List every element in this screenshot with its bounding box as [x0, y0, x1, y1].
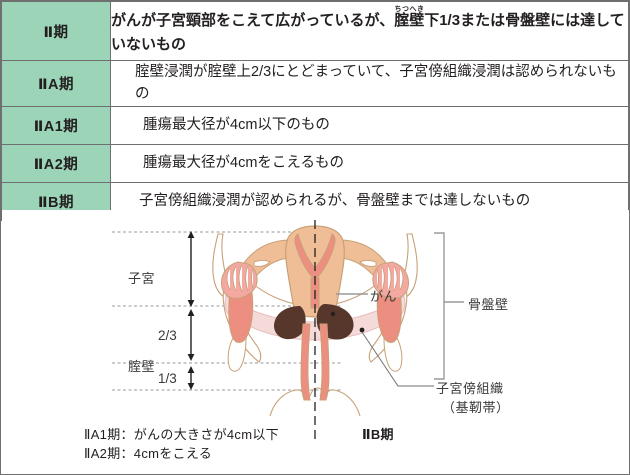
vaginal-walls: [300, 323, 330, 401]
parametrium-marker-dot: [359, 327, 365, 333]
parametrium-leader-line: [359, 327, 434, 387]
table-row: Ⅱ期 がんが子宮頸部をこえて広がっているが、腟壁ちつへき下1/3または骨盤壁には…: [1, 1, 629, 61]
perineum-outline: [269, 387, 361, 417]
fraction-one-third: 1/3: [158, 371, 177, 386]
label-vaginal-wall: 腟壁: [128, 359, 156, 374]
ruby-vaginal-wall: 腟壁ちつへき: [394, 6, 425, 29]
measure-axis-two-thirds: [187, 309, 195, 361]
table-row: ⅡA2期 腫瘍最大径が4cmをこえるもの: [1, 143, 629, 183]
stage-description-cell: 腫瘍最大径が4cmをこえるもの: [110, 143, 629, 183]
label-cancer: がん: [370, 289, 398, 304]
fraction-two-thirds: 2/3: [158, 328, 177, 343]
uterus-anatomy-illustration: [112, 220, 464, 442]
label-uterus: 子宮: [128, 271, 156, 286]
table-row: ⅡA1期 腫瘍最大径が4cm以下のもの: [1, 105, 629, 145]
ruby-base: 腟壁: [394, 11, 425, 29]
stage-label-cell: Ⅱ期: [1, 1, 111, 61]
label-pelvic-wall: 骨盤壁: [468, 297, 509, 312]
label-parametrium-line2: （基靭帯）: [442, 400, 510, 415]
anatomy-figure: 子宮 腟壁 2/3 1/3 がん 骨盤壁 子宮傍組織 （基靭帯） ⅡA1期：がん…: [2, 210, 629, 474]
stage-description-cell: 腟壁浸潤が腟壁上2/3にとどまっていて、子宮傍組織浸潤は認められないもの: [110, 60, 629, 107]
fimbriae-left: [221, 260, 271, 299]
table-row: ⅡA期 腟壁浸潤が腟壁上2/3にとどまっていて、子宮傍組織浸潤は認められないもの: [1, 60, 629, 107]
stage-label-cell: ⅡA2期: [1, 143, 111, 183]
stage-label-cell: ⅡA1期: [1, 105, 111, 145]
stage-description-pre: がんが子宮頸部をこえて広がっているが、: [111, 11, 395, 29]
ruby-furigana: ちつへき: [394, 5, 425, 13]
stage-description-cell: 腫瘍最大径が4cm以下のもの: [110, 105, 629, 145]
stage-description-post: 下1/3または骨盤壁には達していないもの: [111, 11, 625, 53]
measure-axis-uterus: [187, 231, 195, 307]
pelvic-wall-bracket: [434, 232, 464, 380]
caption-stage-2a2: ⅡA2期：4cmをこえる: [84, 446, 213, 461]
label-parametrium-line1: 子宮傍組織: [436, 381, 504, 396]
cancer-marker-dot: [330, 311, 336, 317]
stage-classification-table: Ⅱ期 がんが子宮頸部をこえて広がっているが、腟壁ちつへき下1/3または骨盤壁には…: [1, 1, 629, 221]
stage-description-cell: がんが子宮頸部をこえて広がっているが、腟壁ちつへき下1/3または骨盤壁には達して…: [110, 1, 629, 61]
stage-label-cell: ⅡA期: [1, 60, 111, 107]
measure-axis-one-third: [187, 366, 195, 390]
fimbriae-right: [359, 260, 409, 299]
caption-stage-2a1: ⅡA1期：がんの大きさが4cm以下: [84, 427, 279, 442]
caption-stage-2b: ⅡB期: [362, 427, 394, 442]
